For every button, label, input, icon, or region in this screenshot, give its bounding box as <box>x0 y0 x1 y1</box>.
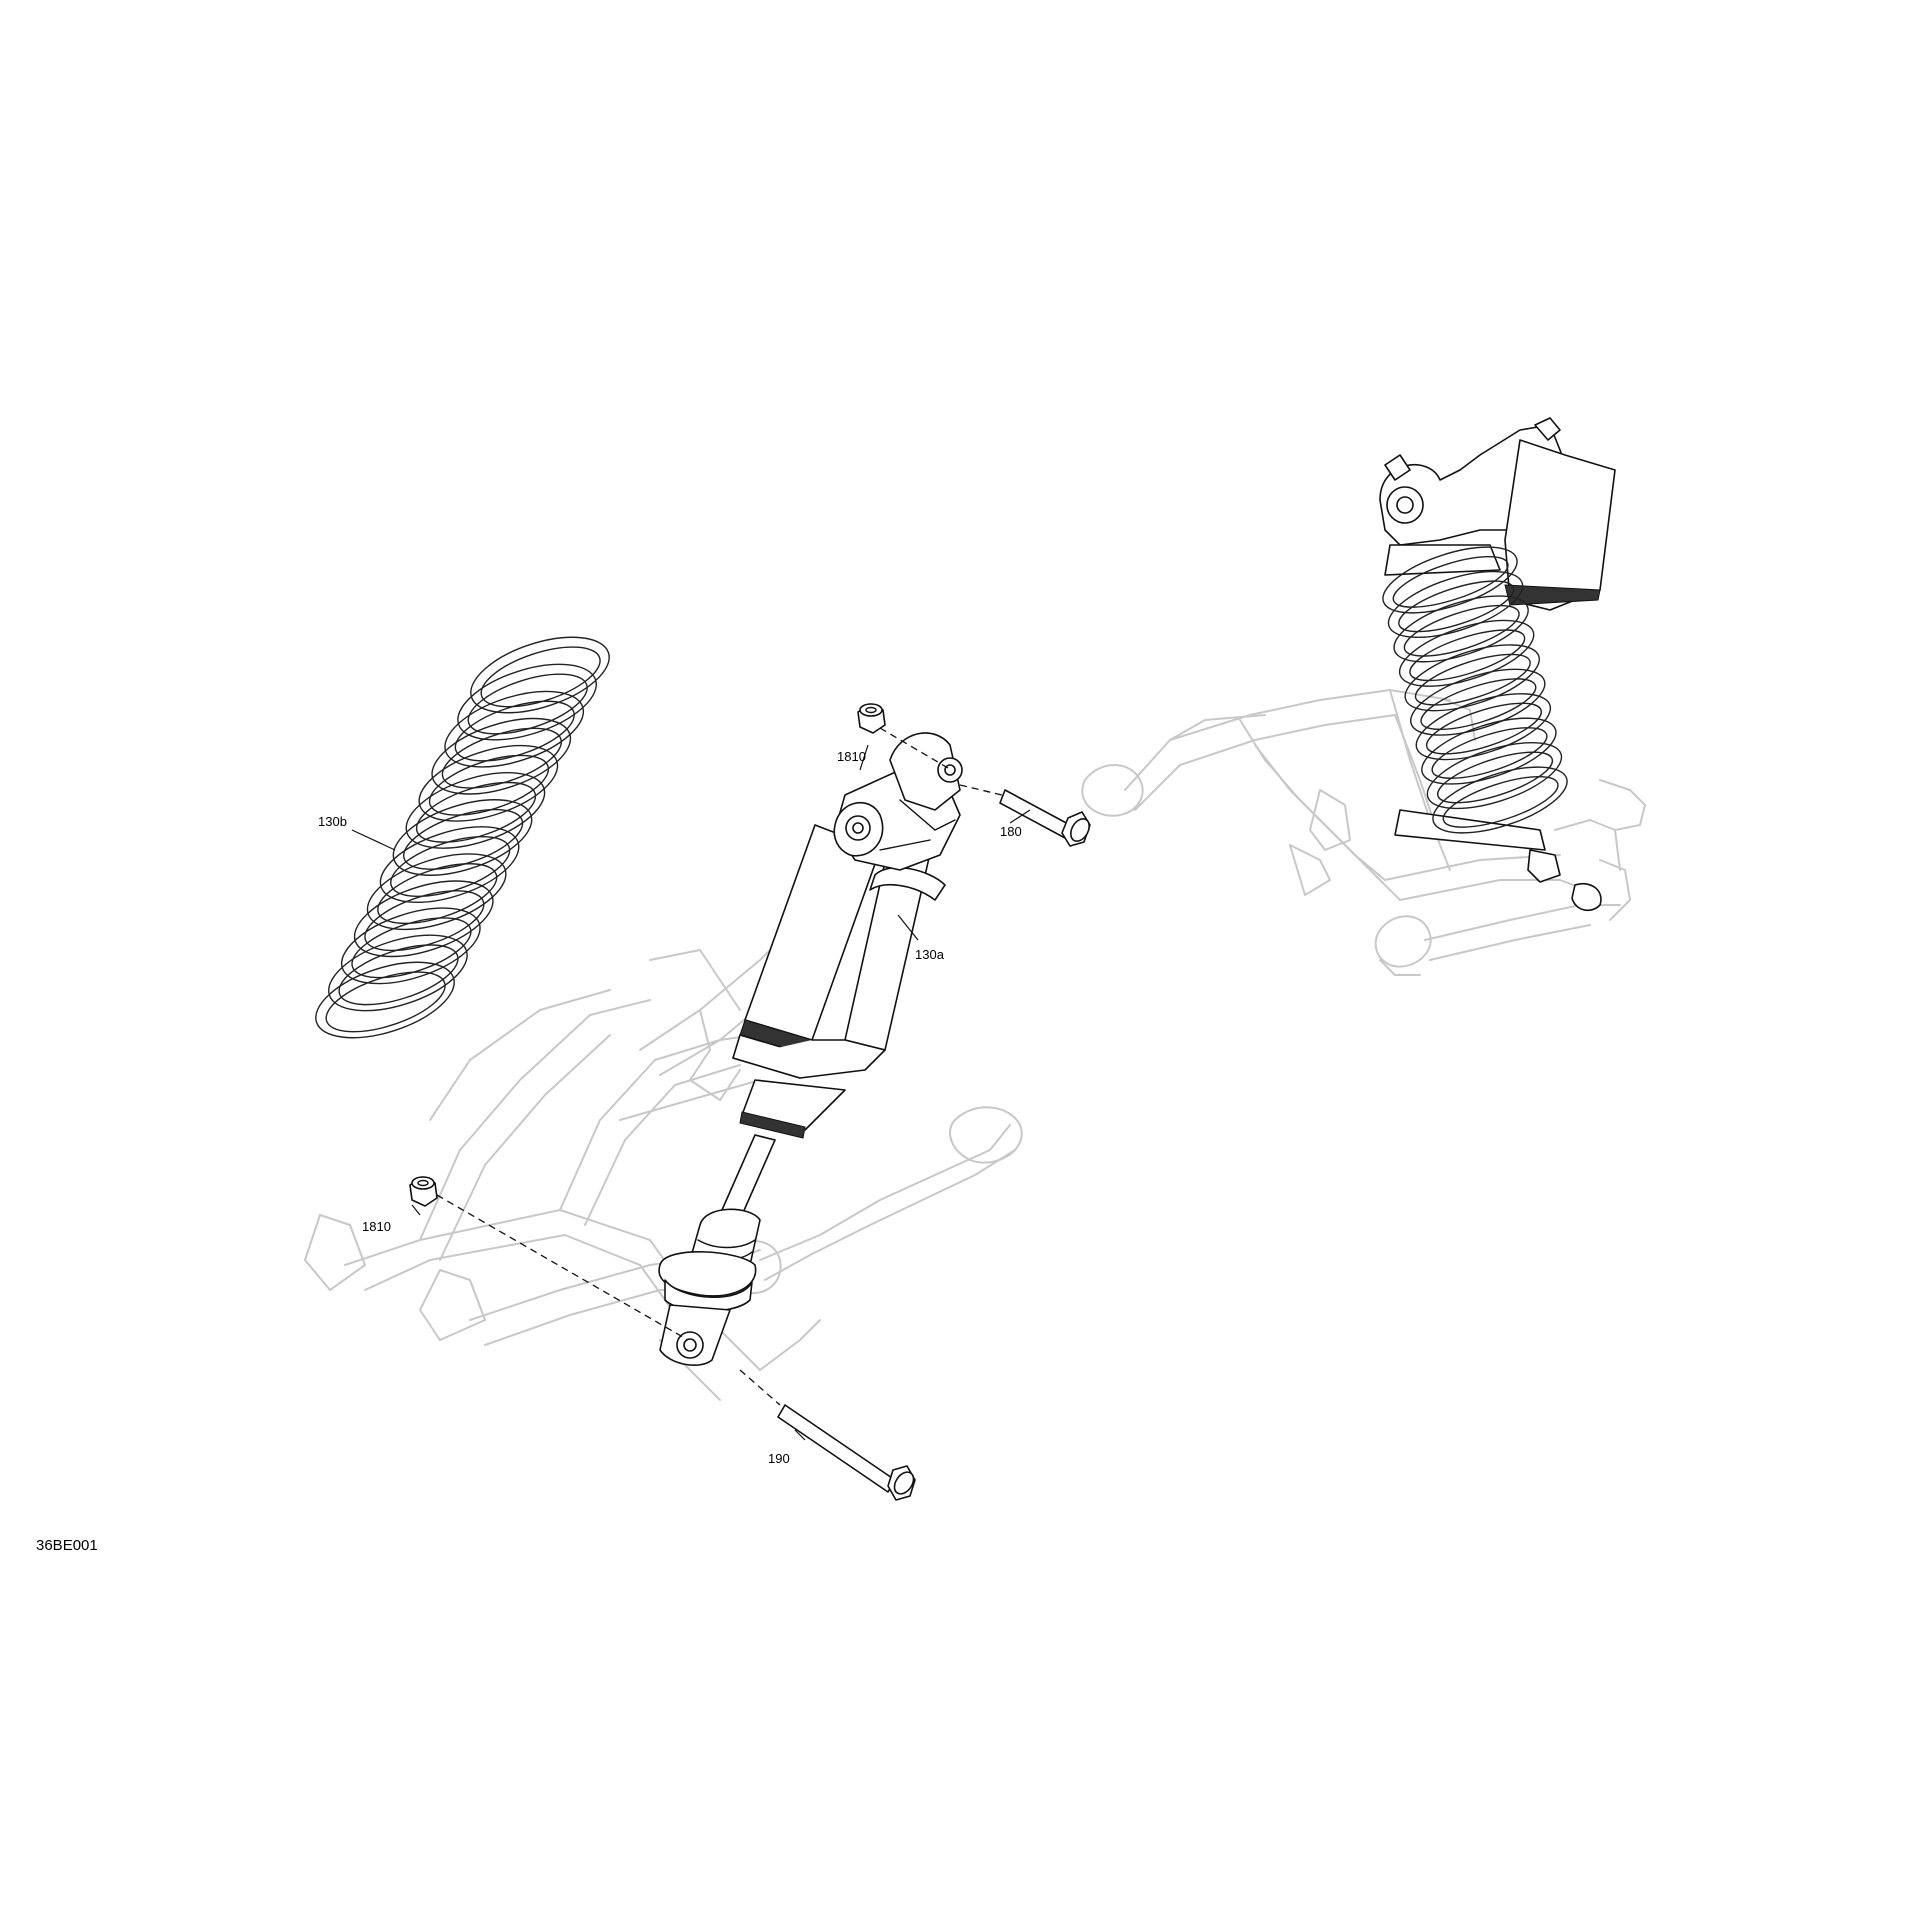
assembled-a-arm-ghost <box>1081 689 1646 976</box>
upper-nut <box>857 703 886 734</box>
spring-coil-turn <box>1410 668 1546 736</box>
spring-coil-turn <box>328 934 468 1012</box>
spring-coil-inner <box>1403 604 1520 657</box>
upper-bolt <box>999 789 1091 847</box>
callout-upper-nut: 1810 <box>837 749 866 764</box>
spring-coil-turn <box>470 636 610 714</box>
spring-coil-inner <box>1425 702 1542 755</box>
spring-coil-turn <box>1415 693 1552 761</box>
spring-coil-turn <box>1421 717 1557 785</box>
coil-spring <box>315 636 610 1039</box>
drawing-id: 36BE001 <box>36 1537 98 1554</box>
spring-coil-turn <box>1387 570 1524 638</box>
shock-absorber <box>658 732 963 1366</box>
spring-coil-turn <box>405 772 546 849</box>
spring-coil-inner <box>1431 727 1548 779</box>
callout-lower-bolt: 190 <box>768 1451 790 1466</box>
spring-coil-inner <box>325 971 446 1033</box>
spring-coil-turn <box>418 744 559 822</box>
callout-upper-bolt: 180 <box>1000 824 1022 839</box>
spring-coil-inner <box>480 646 601 708</box>
spring-coil-inner <box>1414 653 1531 706</box>
spring-coil-inner <box>415 781 537 843</box>
spring-coil-turn <box>457 663 597 741</box>
spring-coil-turn <box>444 690 585 768</box>
spring-coil-inner <box>1392 555 1509 608</box>
spring-coil-turn <box>1398 619 1535 687</box>
spring-coil-turn <box>366 853 507 931</box>
spring-coil-inner <box>1398 580 1515 633</box>
callout-spring: 130b <box>318 814 347 829</box>
spring-coil-turn <box>340 907 481 985</box>
spring-coil-inner <box>1437 751 1554 804</box>
spring-coil-turn <box>1382 546 1518 614</box>
spring-coil-turn <box>1393 595 1529 663</box>
spring-coil-inner <box>428 754 550 816</box>
spring-coil-inner <box>1420 678 1537 731</box>
spring-coil-inner <box>402 808 524 870</box>
assembly-lines <box>436 727 1003 1406</box>
callout-lower-nut: 1810 <box>362 1219 391 1234</box>
spring-coil-inner <box>377 863 498 925</box>
spring-coil-turn <box>315 961 455 1039</box>
lower-bolt <box>777 1404 916 1501</box>
spring-coil-turn <box>431 717 572 795</box>
spring-coil-inner <box>338 944 459 1006</box>
spring-coil-inner <box>454 700 575 762</box>
lower-a-arm-ghost <box>304 939 1023 1401</box>
callout-shock-absorber: 130a <box>915 947 944 962</box>
leader-lines <box>351 744 1031 1441</box>
spring-coil-inner <box>1409 629 1526 682</box>
spring-coil-turn <box>392 799 533 876</box>
assembled-shock-absorber <box>1379 417 1616 912</box>
spring-coil-inner <box>467 673 588 735</box>
lower-nut <box>409 1176 438 1207</box>
spring-coil-turn <box>1426 742 1563 810</box>
spring-coil-inner <box>390 835 511 897</box>
spring-coil-turn <box>1432 766 1568 834</box>
spring-coil-inner <box>1442 775 1559 828</box>
spring-coil-inner <box>364 890 485 952</box>
spring-coil-turn <box>1404 644 1540 712</box>
spring-coil-turn <box>379 826 520 903</box>
spring-coil-turn <box>353 880 494 958</box>
spring-coil-inner <box>441 727 562 789</box>
spring-coil-inner <box>351 917 472 979</box>
